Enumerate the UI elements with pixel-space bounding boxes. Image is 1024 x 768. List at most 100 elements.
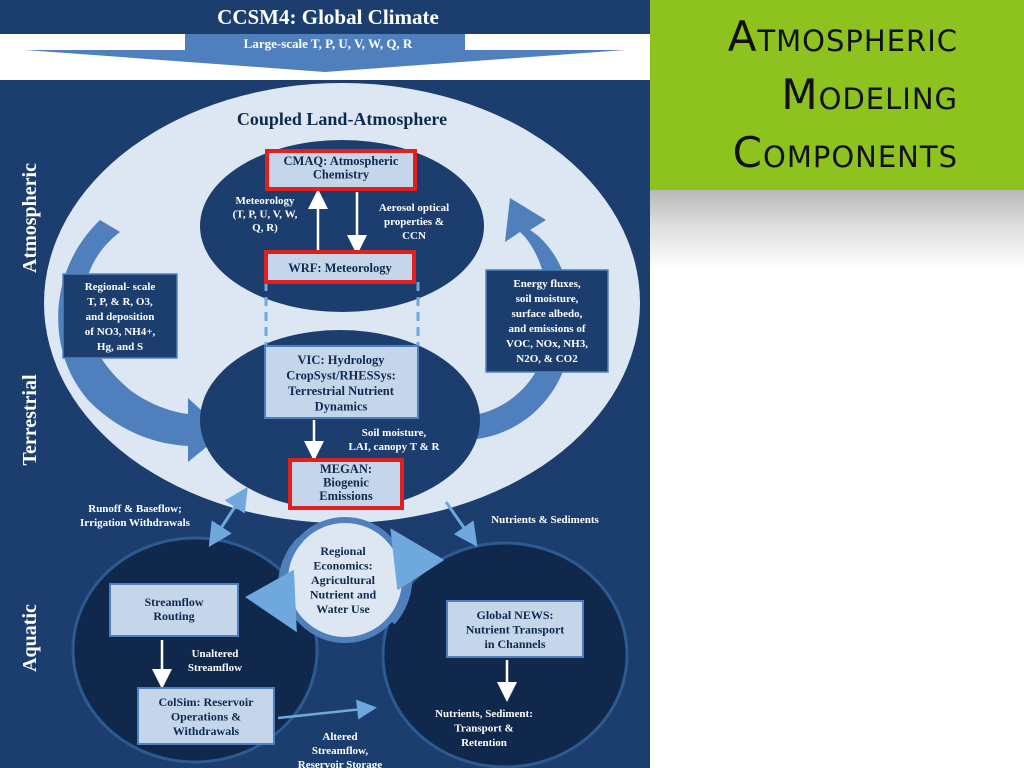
energy-fluxes-box (485, 269, 609, 373)
altered-right-arrow (277, 699, 377, 720)
colsim-text-line: ColSim: Reservoir (159, 695, 255, 709)
runoff-label-line: Runoff & Baseflow; (88, 503, 182, 515)
title-panel (650, 0, 1024, 190)
side-label-aquatic: Aquatic (19, 604, 41, 672)
regional-scale-box (62, 273, 178, 359)
meteorology-label-line: (T, P, U, V, W, (233, 209, 298, 221)
altered-streamflow-label-line: Reservoir Storage (298, 759, 383, 768)
slide-title-line-2: Modeling (781, 70, 958, 119)
top-bar (0, 0, 650, 34)
regional-scale-text-line: and deposition (86, 311, 155, 323)
global-news-box (446, 600, 584, 658)
nutrients-sediments-label: Nutrients & Sediments (491, 514, 599, 526)
cmaq-box-text-line: CMAQ: Atmospheric (284, 154, 399, 168)
top-arrow-label: Large-scale T, P, U, V, W, Q, R (244, 36, 413, 51)
vic-box (264, 345, 419, 419)
streamflow-routing-text-line: Streamflow (144, 595, 203, 609)
colsim-text-line: Withdrawals (173, 724, 240, 738)
megan-box-text-line: Emissions (319, 489, 373, 503)
cmaq-box (265, 149, 417, 191)
side-label-terrestrial: Terrestrial (19, 374, 41, 466)
nutrients-arrow (444, 501, 478, 547)
nutrients-sediments-label-line: Nutrients & Sediments (491, 514, 599, 526)
regional-economics-label-line: Water Use (316, 602, 370, 616)
meteorology-label-line: Q, R) (252, 222, 278, 234)
soil-moisture-label-line: Soil moisture, (362, 427, 427, 439)
energy-fluxes-text-line: N2O, & CO2 (516, 353, 578, 365)
nutrients-transport-label: Nutrients, Sediment: Transport & Retention (435, 708, 533, 749)
meteorology-label-line: Meteorology (235, 195, 295, 207)
left-flow-arrow (58, 220, 225, 462)
climate-model-diagram: CCSM4: Global Climate Large-scale T, P, … (0, 0, 650, 768)
regional-scale-text-line: T, P, & R, O3, (87, 296, 153, 308)
megan-box-text-line: Biogenic (323, 476, 369, 490)
energy-fluxes-text-line: and emissions of (508, 323, 585, 335)
global-news-text-line: Global NEWS: (476, 608, 553, 622)
aerosol-label-line: CCN (402, 230, 426, 242)
wrf-box (264, 250, 416, 284)
unaltered-streamflow-label-line: Unaltered (192, 648, 239, 660)
regional-scale-text: Regional- scale T, P, & R, O3, and deposit… (85, 281, 156, 353)
side-label-atmospheric: Atmospheric (19, 163, 41, 273)
runoff-label-line: Irrigation Withdrawals (80, 517, 191, 529)
energy-fluxes-text-line: Energy fluxes, (513, 278, 580, 290)
econ-cycle-arrow-left (245, 537, 303, 633)
vic-box-text-line: CropSyst/RHESSys: (286, 369, 396, 383)
vic-box-text-line: Dynamics (315, 400, 368, 414)
energy-fluxes-text: Energy fluxes, soil moisture, surface albe… (506, 278, 588, 365)
aerosol-label-line: properties & (384, 216, 444, 228)
vic-box-text-line: Terrestrial Nutrient (288, 384, 395, 398)
right-flow-arrow (462, 198, 573, 440)
streamflow-routing-text-line: Routing (153, 609, 194, 623)
regional-economics-label-line: Economics: (313, 559, 372, 573)
meteorology-label: Meteorology (T, P, U, V, W,Q, R) (233, 195, 298, 234)
global-news-text-line: in Channels (484, 637, 545, 651)
top-bar-title: CCSM4: Global Climate (217, 5, 439, 29)
regional-scale-text-line: Regional- scale (85, 281, 156, 293)
cmaq-box-text-line: Chemistry (313, 168, 370, 182)
altered-streamflow-label-line: Altered (322, 731, 357, 743)
vic-box-text-line: VIC: Hydrology (298, 353, 386, 367)
wrf-box-text: WRF: Meteorology (288, 261, 392, 275)
slide-title-line-3: Components (732, 128, 958, 177)
econ-cycle-arrow-right (389, 528, 445, 625)
top-arrow-shape (25, 34, 625, 72)
wrf-box-text-line: WRF: Meteorology (288, 261, 392, 275)
regional-scale-text-line: of NO3, NH4+, (85, 326, 156, 338)
unaltered-streamflow-label-line: Streamflow (188, 662, 242, 674)
regional-economics-label-line: Regional (320, 544, 366, 558)
energy-fluxes-text-line: surface albedo, (512, 308, 583, 320)
slide-title: Atmospheric Modeling Components (728, 8, 958, 182)
aerosol-label-line: Aerosol optical (379, 202, 449, 214)
regional-scale-text-line: Hg, and S (97, 341, 143, 353)
runoff-arrow (208, 486, 248, 548)
slide-title-line-1: Atmospheric (727, 12, 958, 61)
energy-fluxes-text-line: soil moisture, (516, 293, 579, 305)
title-shade (650, 190, 1024, 270)
colsim-box (137, 687, 275, 745)
nutrients-transport-label-line: Retention (461, 737, 507, 749)
megan-box-text-line: MEGAN: (320, 462, 372, 476)
soil-moisture-label: Soil moisture, LAI, canopy T & R (349, 427, 441, 453)
global-news-text-line: Nutrient Transport (466, 623, 565, 637)
colsim-text-line: Operations & (171, 710, 241, 724)
nutrients-transport-label-line: Nutrients, Sediment: (435, 708, 533, 720)
aerosol-label: Aerosol optical properties & CCN (379, 202, 449, 242)
regional-economics-label-line: Agricultural (311, 573, 376, 587)
soil-moisture-label-line: LAI, canopy T & R (349, 441, 441, 453)
ellipse-title: Coupled Land-Atmosphere (237, 109, 447, 129)
regional-economics-label-line: Nutrient and (310, 588, 377, 602)
nutrients-transport-label-line: Transport & (454, 723, 513, 735)
runoff-label: Runoff & Baseflow; Irrigation Withdrawals (80, 503, 191, 529)
altered-streamflow-label-line: Streamflow, (312, 745, 369, 757)
